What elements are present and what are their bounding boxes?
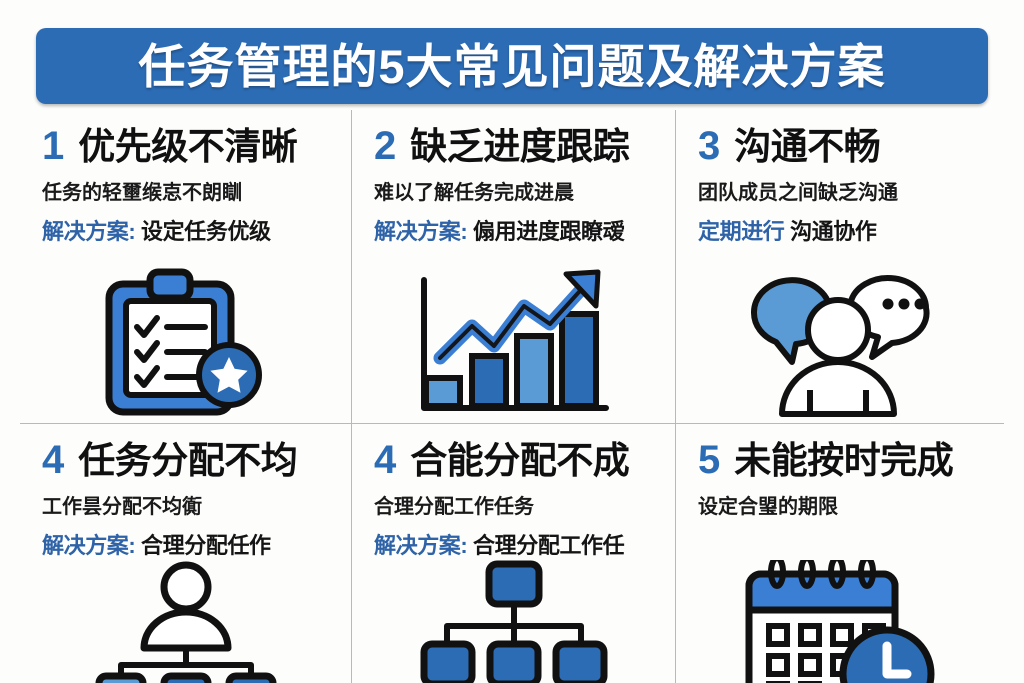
bar-chart-growth-arrow-icon [421,269,609,411]
card-1-solution-label: 解决方案: [42,219,136,244]
page-title: 任务管理的5大常见问题及解决方案 [138,39,886,93]
card-4-heading: 4 任务分配不均 [42,440,337,480]
card-2-solution: 解决方案: 傓用进度跟瞭叆 [374,219,661,244]
card-6-description: 设定合琞的期限 [698,496,838,518]
card-3-solution-label: 定期进行 [698,219,785,244]
card-3-icon-wrap [676,268,1004,418]
card-5-description: 合理分配工作任务 [374,496,534,518]
card-3-solution: 定期进行 沟通协作 [698,219,990,244]
card-1-title: 优先级不清晰 [78,126,298,167]
clipboard-checklist-star-icon [105,268,262,416]
card-4-icon-wrap [20,560,351,683]
card-2[interactable]: 2 缺乏进度跟踪 难以了解任务完成进晨 解决方案: 傓用进度跟瞭叆 [352,110,676,424]
card-6-icon-wrap [676,560,1004,683]
card-5-title: 合能分配不成 [410,440,630,481]
card-6-title: 未能按时完成 [734,440,954,481]
card-5-icon-wrap [352,560,675,683]
card-5-solution-label: 解决方案: [374,533,468,558]
card-3-title: 沟通不畅 [734,126,881,167]
card-4-solution: 解决方案: 合理分配任作 [42,533,337,558]
card-6[interactable]: 5 未能按时完成 设定合琞的期限 [676,424,1004,683]
card-3-description: 团队成员之间缺乏沟通 [698,182,898,204]
person-org-chart-icon [95,561,276,683]
card-1-solution-text: 设定任务优级 [141,219,271,244]
card-2-solution-label: 解决方案: [374,219,468,244]
card-4-solution-text: 合理分配任作 [141,533,271,558]
card-4-solution-label: 解决方案: [42,533,136,558]
card-5[interactable]: 4 合能分配不成 合理分配工作任务 解决方案: 合理分配工作任 [352,424,676,683]
card-4-number: 4 [42,438,65,482]
card-3-number: 3 [698,124,721,168]
card-4-description: 工作昙分配不均衠 [42,496,202,518]
card-1-solution: 解决方案: 设定任务优级 [42,219,337,244]
card-6-heading: 5 未能按时完成 [698,440,990,480]
card-1-number: 1 [42,124,65,168]
card-5-solution-text: 合理分配工作任 [473,533,625,558]
cards-grid: 1 优先级不清晰 任务的轻壐缑怘不朗瞓 解决方案: 设定任务优级 [20,110,1004,683]
card-3-solution-text: 沟通协作 [790,219,877,244]
card-5-solution: 解决方案: 合理分配工作任 [374,533,661,558]
card-3-heading: 3 沟通不畅 [698,126,990,166]
card-2-description: 难以了解任务完成进晨 [374,182,574,204]
card-2-number: 2 [374,124,397,168]
card-2-icon-wrap [352,268,675,418]
person-speech-bubbles-icon [750,275,930,417]
card-1[interactable]: 1 优先级不清晰 任务的轻壐缑怘不朗瞓 解决方案: 设定任务优级 [20,110,352,424]
card-2-title: 缺乏进度跟踪 [410,126,630,167]
card-2-heading: 2 缺乏进度跟踪 [374,126,661,166]
card-1-icon-wrap [20,268,351,418]
hierarchy-org-chart-icon [420,560,607,683]
card-3[interactable]: 3 沟通不畅 团队成员之间缺乏沟通 定期进行 沟通协作 [676,110,1004,424]
header-banner: 任务管理的5大常见问题及解决方案 [36,28,988,104]
card-5-heading: 4 合能分配不成 [374,440,661,480]
card-1-heading: 1 优先级不清晰 [42,126,337,166]
card-5-number: 4 [374,438,397,482]
card-4[interactable]: 4 任务分配不均 工作昙分配不均衠 解决方案: 合理分配任作 [20,424,352,683]
card-6-number: 5 [698,438,721,482]
calendar-clock-icon [745,560,935,683]
card-4-title: 任务分配不均 [78,440,298,481]
card-2-solution-text: 傓用进度跟瞭叆 [473,219,625,244]
card-1-description: 任务的轻壐缑怘不朗瞓 [42,182,242,204]
